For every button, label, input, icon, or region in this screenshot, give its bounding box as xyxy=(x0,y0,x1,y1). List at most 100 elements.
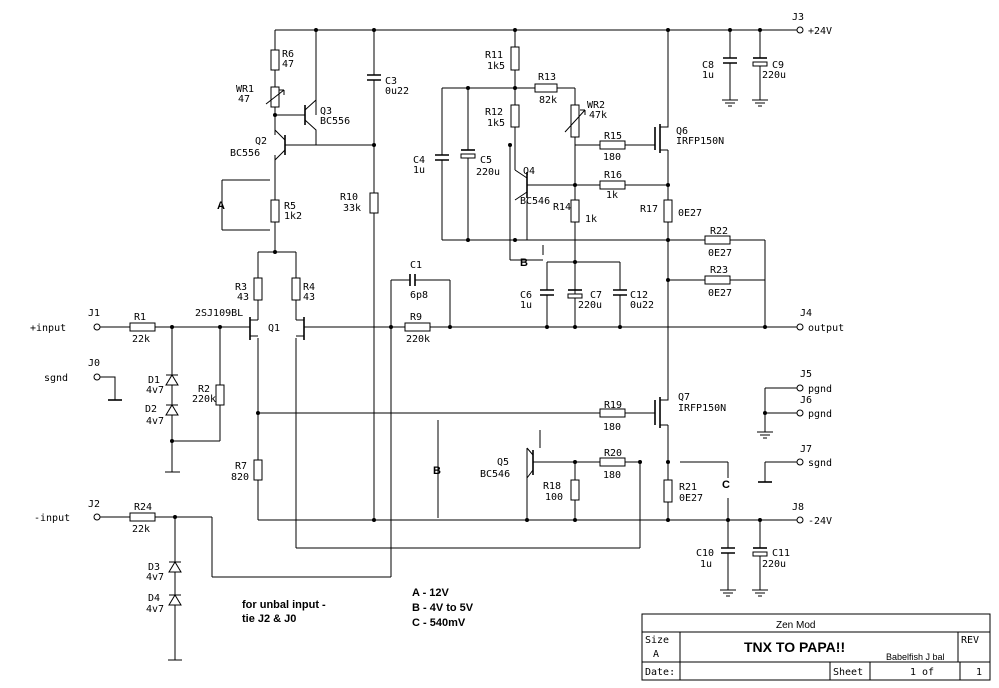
ground-symbols xyxy=(108,99,773,597)
capacitor-c4 xyxy=(435,154,449,161)
label-q7-value: IRFP150N xyxy=(678,403,726,414)
label-r23: R23 xyxy=(710,265,728,276)
wires xyxy=(100,29,798,661)
label-r9-value: 220k xyxy=(406,334,430,345)
connector-j0-icon xyxy=(93,373,101,381)
net-plus24v: +24V xyxy=(808,26,832,37)
label-r22: R22 xyxy=(710,226,728,237)
label-r13: R13 xyxy=(538,72,556,83)
capacitors xyxy=(367,57,768,560)
capacitor-c6 xyxy=(540,289,554,296)
label-wr1-value: 47 xyxy=(238,94,250,105)
label-r13-value: 82k xyxy=(539,95,557,106)
notes: for unbal input - tie J2 & J0 A - 12V B … xyxy=(242,587,474,629)
marker-c: C xyxy=(722,479,730,491)
marker-b-bottom: B xyxy=(433,465,441,477)
label-j7: J7 xyxy=(800,444,812,455)
label-r21-value: 0E27 xyxy=(679,493,703,504)
measurement-markers: A B B C xyxy=(217,200,730,491)
label-r10: R10 xyxy=(340,192,358,203)
label-c3: C3 xyxy=(385,76,397,87)
label-q2: Q2 xyxy=(255,136,267,147)
net-pgnd-1: pgnd xyxy=(808,384,832,395)
label-r1-value: 22k xyxy=(132,334,150,345)
capacitor-c10 xyxy=(721,547,735,554)
label-r11-value: 1k5 xyxy=(487,61,505,72)
resistor-r18 xyxy=(570,479,580,501)
note-unbal-line2: tie J2 & J0 xyxy=(242,613,296,625)
title-rev-label: REV xyxy=(961,635,979,646)
label-r2-value: 220k xyxy=(192,394,216,405)
label-c5-value: 220u xyxy=(476,167,500,178)
label-r14: R14 xyxy=(553,202,571,213)
resistor-r5 xyxy=(270,199,280,223)
label-q6-value: IRFP150N xyxy=(676,136,724,147)
resistor-r12 xyxy=(510,104,520,128)
title-main: TNX TO PAPA!! xyxy=(744,639,845,655)
label-q5: Q5 xyxy=(497,457,509,468)
label-r15-value: 180 xyxy=(603,152,621,163)
resistor-r9 xyxy=(404,322,431,332)
label-c4-value: 1u xyxy=(413,165,425,176)
diode-d3-icon xyxy=(168,561,182,573)
label-r5: R5 xyxy=(284,201,296,212)
label-c11: C11 xyxy=(772,548,790,559)
net-output: output xyxy=(808,323,844,334)
label-c9: C9 xyxy=(772,60,784,71)
note-legend-c: C - 540mV xyxy=(412,617,466,629)
label-r24: R24 xyxy=(134,502,152,513)
diodes xyxy=(165,374,182,606)
label-r15: R15 xyxy=(604,131,622,142)
title-size-value: A xyxy=(653,649,659,660)
resistor-r15 xyxy=(599,140,626,150)
label-q5-value: BC546 xyxy=(480,469,510,480)
label-r23-value: 0E27 xyxy=(708,288,732,299)
label-r14-value: 1k xyxy=(585,214,597,225)
label-r6-value: 47 xyxy=(282,59,294,70)
net-minus-input: -input xyxy=(34,513,70,524)
label-q1: Q1 xyxy=(268,323,280,334)
note-legend-a: A - 12V xyxy=(412,587,450,599)
label-r11: R11 xyxy=(485,50,503,61)
resistor-r10 xyxy=(369,192,379,214)
label-r18-value: 100 xyxy=(545,492,563,503)
resistors xyxy=(129,46,731,522)
label-j4: J4 xyxy=(800,308,812,319)
title-sheet-label: Sheet xyxy=(833,667,863,678)
label-r16-value: 1k xyxy=(606,190,618,201)
label-c7: C7 xyxy=(590,290,602,301)
connector-j6-icon xyxy=(796,409,804,417)
ground-icon xyxy=(722,99,738,107)
label-r3: R3 xyxy=(235,282,247,293)
marker-a: A xyxy=(217,200,225,212)
resistor-r6 xyxy=(270,49,280,71)
net-plus-input: +input xyxy=(30,323,66,334)
label-j5: J5 xyxy=(800,369,812,380)
label-r4-value: 43 xyxy=(303,292,315,303)
connector-labels: J1 +input J0 sgnd J2 -input J3 +24V J4 o… xyxy=(30,12,844,527)
label-r6: R6 xyxy=(282,49,294,60)
label-d2: D2 xyxy=(145,404,157,415)
label-r12: R12 xyxy=(485,107,503,118)
label-r3-value: 43 xyxy=(237,292,249,303)
label-c11-value: 220u xyxy=(762,559,786,570)
label-r17-value: 0E27 xyxy=(678,208,702,219)
label-r19-value: 180 xyxy=(603,422,621,433)
label-r22-value: 0E27 xyxy=(708,248,732,259)
label-r21: R21 xyxy=(679,482,697,493)
label-r10-value: 33k xyxy=(343,203,361,214)
label-r24-value: 22k xyxy=(132,524,150,535)
transistors xyxy=(240,30,669,520)
label-c9-value: 220u xyxy=(762,70,786,81)
title-size-label: Size xyxy=(645,635,669,646)
resistor-r2 xyxy=(215,384,225,406)
capacitor-c1 xyxy=(409,274,416,286)
label-j3: J3 xyxy=(792,12,804,23)
label-c8: C8 xyxy=(702,60,714,71)
title-sheet-total: 1 xyxy=(976,667,982,678)
label-c5: C5 xyxy=(480,155,492,166)
ground-icon xyxy=(757,431,773,439)
note-legend-b: B - 4V to 5V xyxy=(412,602,474,614)
label-j1: J1 xyxy=(88,308,100,319)
title-sheet-of: of xyxy=(922,667,934,678)
